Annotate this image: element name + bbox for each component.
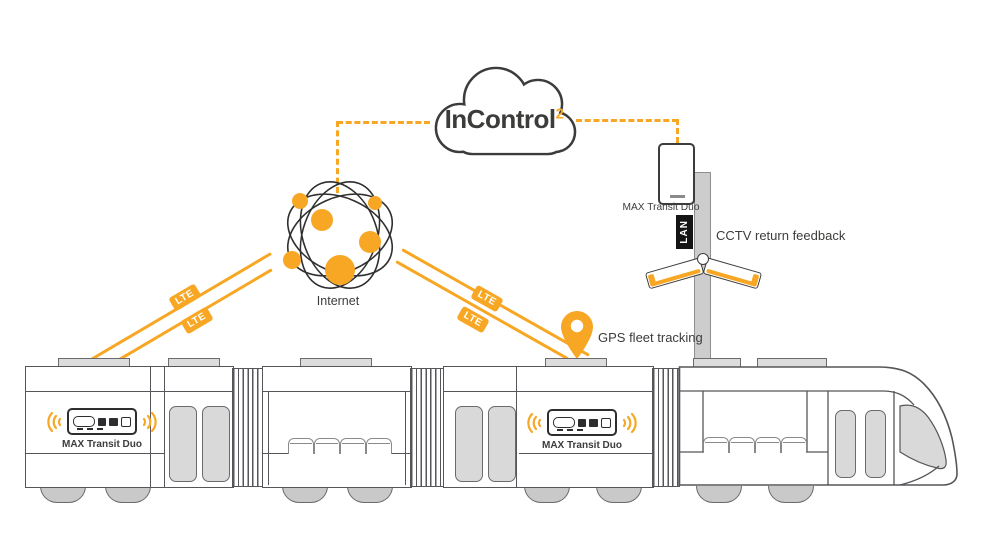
pole-router-device bbox=[658, 143, 695, 205]
wifi-signal-icon bbox=[47, 411, 62, 433]
cloud-icon bbox=[434, 66, 577, 156]
body-line bbox=[150, 367, 151, 487]
seat bbox=[729, 437, 755, 453]
wheel bbox=[105, 486, 151, 503]
seat bbox=[366, 438, 392, 454]
cctv-camera-icon-right bbox=[702, 257, 763, 290]
front-bumper-line bbox=[899, 465, 940, 486]
cab-body bbox=[678, 366, 958, 486]
antenna-connector bbox=[73, 416, 95, 427]
train-front-car bbox=[678, 366, 958, 486]
body-line bbox=[516, 367, 517, 487]
wheel bbox=[524, 486, 570, 503]
incontrol-label: InControl2 bbox=[428, 104, 580, 135]
aux-port bbox=[121, 416, 131, 427]
gps-caption: GPS fleet tracking bbox=[598, 330, 703, 345]
body-line bbox=[26, 453, 165, 454]
dashed-connector-cloud-pole-drop bbox=[676, 119, 679, 143]
train-door bbox=[455, 406, 483, 482]
brand-mark bbox=[669, 195, 685, 198]
train-car-2 bbox=[262, 366, 412, 488]
incontrol-text: InControl bbox=[444, 104, 557, 134]
cctv-caption: CCTV return feedback bbox=[716, 228, 846, 243]
seat bbox=[288, 438, 314, 454]
wifi-signal-icon bbox=[142, 411, 157, 433]
router-device-label: MAX Transit Duo bbox=[61, 439, 142, 450]
seat bbox=[314, 438, 340, 454]
seat bbox=[755, 437, 781, 453]
body-line bbox=[164, 367, 165, 487]
lte-link-line bbox=[395, 260, 570, 361]
incontrol-superscript: 2 bbox=[555, 105, 564, 123]
router-device bbox=[67, 408, 137, 435]
wifi-signal-icon bbox=[622, 412, 637, 434]
windshield bbox=[899, 404, 947, 470]
ethernet-port bbox=[97, 417, 107, 426]
internet-label: Internet bbox=[316, 294, 360, 308]
camera-lens-cap bbox=[647, 273, 657, 287]
train-door bbox=[202, 406, 230, 482]
body-line bbox=[444, 391, 653, 392]
lte-badge: LTE bbox=[168, 283, 202, 312]
wifi-signal-icon bbox=[527, 412, 542, 434]
body-line bbox=[26, 391, 233, 392]
wheel bbox=[40, 486, 86, 503]
door-frame bbox=[827, 391, 895, 485]
body-line bbox=[405, 391, 406, 485]
train-door bbox=[488, 406, 516, 482]
seat bbox=[781, 437, 807, 453]
seat bbox=[340, 438, 366, 454]
wheel bbox=[347, 486, 393, 503]
lte-badge: LTE bbox=[180, 306, 214, 335]
ethernet-port bbox=[577, 418, 587, 427]
articulation-bellows bbox=[232, 368, 264, 487]
articulation-bellows bbox=[410, 368, 445, 487]
train-door bbox=[865, 410, 886, 478]
train-car-1: MAX Transit Duo bbox=[25, 366, 234, 488]
train-door bbox=[169, 406, 197, 482]
ethernet-port bbox=[109, 417, 119, 426]
body-line bbox=[263, 391, 411, 392]
router-device-label: MAX Transit Duo bbox=[541, 440, 622, 451]
internet-mesh-icon bbox=[283, 180, 394, 290]
antenna-connector bbox=[553, 417, 575, 428]
lan-badge: LAN bbox=[676, 215, 693, 249]
camera-mount bbox=[697, 253, 709, 265]
cab-roofline bbox=[679, 390, 915, 406]
train-door bbox=[835, 410, 856, 478]
camera-lens-cap bbox=[750, 273, 760, 287]
gps-pin-icon bbox=[561, 311, 593, 359]
router-device bbox=[547, 409, 617, 436]
wheel bbox=[596, 486, 642, 503]
train-car-3: MAX Transit Duo bbox=[443, 366, 654, 488]
seat bbox=[703, 437, 729, 453]
pole-router-label: MAX Transit Duo bbox=[622, 202, 700, 213]
wheel bbox=[282, 486, 328, 503]
body-line bbox=[519, 453, 653, 454]
dashed-connector-cloud-internet-drop bbox=[336, 121, 339, 193]
aux-port bbox=[601, 417, 611, 428]
ethernet-port bbox=[589, 418, 599, 427]
body-line bbox=[268, 391, 269, 485]
lan-label: LAN bbox=[679, 220, 690, 244]
dashed-connector-cloud-internet bbox=[337, 121, 430, 124]
articulation-bellows bbox=[652, 368, 680, 487]
dashed-connector-cloud-pole bbox=[576, 119, 678, 122]
